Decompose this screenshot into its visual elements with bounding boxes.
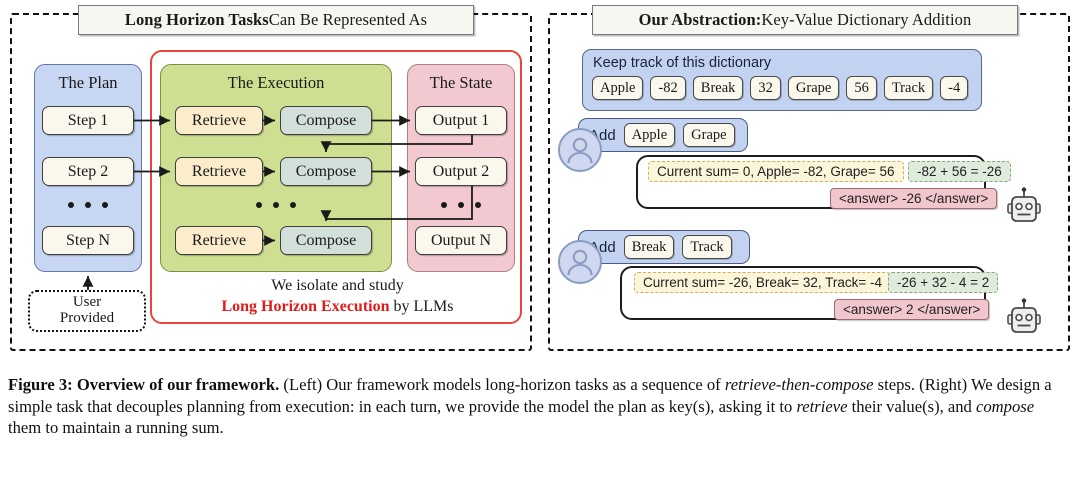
turn-1-user-avatar-icon xyxy=(558,128,602,172)
dict-value-track: -4 xyxy=(940,76,969,100)
turn-2-context-tag: Current sum= -26, Break= 32, Track= -4 xyxy=(634,272,891,293)
turn-2-robot-icon xyxy=(1004,298,1044,338)
user-provided-line1: User xyxy=(72,294,102,311)
isolate-note-highlight: Long Horizon Execution xyxy=(221,298,390,315)
right-header-rest: Key-Value Dictionary Addition xyxy=(761,10,972,29)
turn-2-user-bubble: Add Break Track xyxy=(578,230,750,264)
user-provided-line2: Provided xyxy=(59,310,115,326)
isolate-note-line1: We isolate and study xyxy=(271,277,404,294)
right-panel-header: Our Abstraction: Key-Value Dictionary Ad… xyxy=(592,5,1018,35)
execution-retrieve-2: Retrieve xyxy=(175,157,263,186)
dictionary-entries: Apple -82 Break 32 Grape 56 Track -4 xyxy=(592,76,969,100)
caption-seg4: them to maintain a running sum. xyxy=(8,418,224,438)
state-ellipsis xyxy=(415,200,507,210)
turn-1-key-grape: Grape xyxy=(683,123,735,147)
dict-key-track: Track xyxy=(883,76,934,100)
caption-italic1: retrieve-then-compose xyxy=(724,375,874,394)
plan-step-n: Step N xyxy=(42,226,134,255)
left-panel-header: Long Horizon Tasks Can Be Represented As xyxy=(78,5,474,35)
turn-1-user-bubble: Add Apple Grape xyxy=(578,118,748,152)
dict-key-apple: Apple xyxy=(592,76,644,100)
caption-seg3: their value(s), and xyxy=(847,396,977,416)
isolate-note-line2: Long Horizon Execution by LLMs xyxy=(160,298,515,316)
plan-step-1: Step 1 xyxy=(42,106,134,135)
dictionary-title: Keep track of this dictionary xyxy=(593,55,772,71)
execution-compose-2: Compose xyxy=(280,157,372,186)
dict-value-grape: 56 xyxy=(846,76,877,100)
execution-compose-1: Compose xyxy=(280,106,372,135)
execution-compose-n: Compose xyxy=(280,226,372,255)
turn-1-answer-tag: <answer> -26 </answer> xyxy=(830,188,998,209)
turn-1-key-apple: Apple xyxy=(623,123,676,147)
plan-ellipsis xyxy=(42,200,134,210)
caption-seg1: (Left) Our framework models long-horizon… xyxy=(279,375,725,394)
execution-ellipsis xyxy=(230,200,322,210)
left-header-rest: Can Be Represented As xyxy=(268,10,428,29)
right-header-bold: Our Abstraction: xyxy=(638,10,762,29)
turn-2-key-break: Break xyxy=(623,235,675,259)
left-header-bold: Long Horizon Tasks xyxy=(124,10,269,29)
column-title-execution: The Execution xyxy=(227,73,325,92)
turn-1-robot-icon xyxy=(1004,187,1044,227)
column-title-state: The State xyxy=(429,73,493,92)
turn-1-computation-tag: -82 + 56 = -26 xyxy=(908,161,1011,182)
column-title-plan: The Plan xyxy=(58,73,118,92)
user-provided-box: User Provided xyxy=(28,290,146,332)
state-output-2: Output 2 xyxy=(415,157,507,186)
dict-key-grape: Grape xyxy=(787,76,840,100)
state-output-1: Output 1 xyxy=(415,106,507,135)
plan-step-2: Step 2 xyxy=(42,157,134,186)
caption-figure-label: Figure 3: Overview of our framework. xyxy=(8,375,280,394)
caption-italic2: retrieve xyxy=(796,396,848,416)
turn-2-answer-tag: <answer> 2 </answer> xyxy=(834,299,990,320)
turn-2-user-avatar-icon xyxy=(558,240,602,284)
execution-retrieve-n: Retrieve xyxy=(175,226,263,255)
caption-seg2: steps. (Right) We design a simple task t… xyxy=(8,375,1052,416)
turn-1-context-tag: Current sum= 0, Apple= -82, Grape= 56 xyxy=(648,161,904,182)
figure-caption: Figure 3: Overview of our framework. (Le… xyxy=(8,374,1070,439)
dict-value-break: 32 xyxy=(750,76,781,100)
caption-italic3: compose xyxy=(976,396,1035,416)
turn-2-key-track: Track xyxy=(682,235,732,259)
state-output-n: Output N xyxy=(415,226,507,255)
isolate-note-rest: by LLMs xyxy=(389,298,454,315)
execution-retrieve-1: Retrieve xyxy=(175,106,263,135)
dictionary-box: Keep track of this dictionary Apple -82 … xyxy=(582,49,982,111)
dict-value-apple: -82 xyxy=(650,76,686,100)
dict-key-break: Break xyxy=(692,76,744,100)
turn-2-computation-tag: -26 + 32 - 4 = 2 xyxy=(888,272,999,293)
